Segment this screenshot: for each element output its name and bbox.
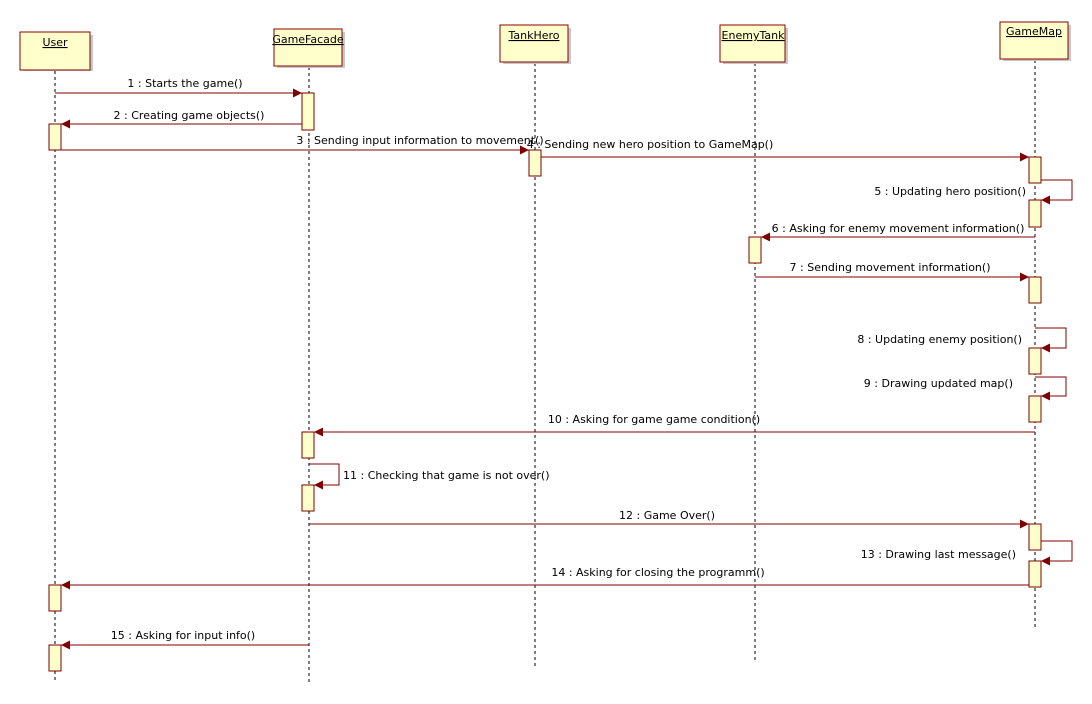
lifeline-label-gamefacade: GameFacade [272,33,344,46]
activation-gamemap-1 [1028,156,1042,184]
message-label-3: 3 : Sending input information to movemen… [296,134,543,147]
message-label-1: 1 : Starts the game() [127,77,242,90]
message-label-4: 4 : Sending new hero position to GameMap… [527,138,774,151]
lifeline-label-gamemap: GameMap [1006,25,1062,38]
message-10: 10 : Asking for game game condition() [314,413,1035,437]
activation-user-2 [48,584,62,612]
message-8: 8 : Updating enemy position() [857,327,1067,353]
activation-gamemap-5 [1028,395,1042,423]
activation-gamemap-6 [1028,523,1042,551]
activation-enemytank-1 [748,236,762,264]
message-label-15: 15 : Asking for input info() [111,629,255,642]
message-label-2: 2 : Creating game objects() [114,109,265,122]
lifeline-header-gamefacade[interactable]: GameFacade [272,28,345,68]
message-label-12: 12 : Game Over() [619,509,715,522]
activation-gamemap-3 [1028,276,1042,304]
lifeline-header-tankhero[interactable]: TankHero [499,24,571,64]
message-4: 4 : Sending new hero position to GameMap… [527,138,1029,162]
message-1: 1 : Starts the game() [55,77,302,98]
activation-gamemap-2 [1028,199,1042,228]
message-6: 6 : Asking for enemy movement informatio… [761,222,1035,242]
message-label-11: 11 : Checking that game is not over() [343,469,550,482]
message-12: 12 : Game Over() [309,509,1029,529]
message-9: 9 : Drawing updated map() [864,376,1067,401]
message-label-7: 7 : Sending movement information() [790,261,991,274]
message-14: 14 : Asking for closing the programm() [61,566,1029,590]
activation-gamemap-4 [1028,347,1042,375]
message-label-9: 9 : Drawing updated map() [864,377,1013,390]
activation-user-3 [48,644,62,672]
message-label-13: 13 : Drawing last message() [861,548,1016,561]
lifeline-header-enemytank[interactable]: EnemyTank [719,24,788,64]
lifeline-header-user[interactable]: User [19,31,93,71]
message-label-10: 10 : Asking for game game condition() [548,413,760,426]
lifeline-label-user: User [42,36,68,49]
message-5: 5 : Updating hero position() [874,179,1073,205]
activation-user-1 [48,123,62,151]
message-label-8: 8 : Updating enemy position() [857,333,1022,346]
lifeline-label-enemytank: EnemyTank [722,29,786,42]
message-label-6: 6 : Asking for enemy movement informatio… [772,222,1025,235]
message-label-5: 5 : Updating hero position() [874,185,1026,198]
message-2: 2 : Creating game objects() [61,109,302,129]
message-7: 7 : Sending movement information() [755,261,1029,282]
activation-gamemap-7 [1028,560,1042,588]
lifeline-header-gamemap[interactable]: GameMap [999,21,1071,61]
message-3: 3 : Sending input information to movemen… [61,134,544,155]
activation-gamefacade-1 [301,92,315,131]
activation-gamefacade-3 [301,484,315,512]
message-11: 11 : Checking that game is not over() [309,463,550,490]
message-13: 13 : Drawing last message() [861,540,1073,566]
lifeline-label-tankhero: TankHero [507,29,559,42]
activation-tankhero-1 [528,149,542,177]
message-label-14: 14 : Asking for closing the programm() [551,566,764,579]
message-15: 15 : Asking for input info() [61,629,309,650]
activation-gamefacade-2 [301,431,315,459]
